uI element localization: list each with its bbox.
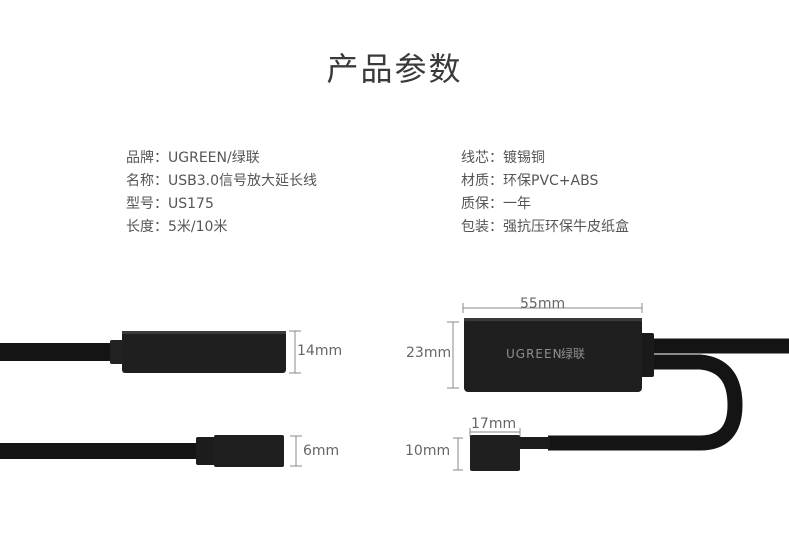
spec-core: 线芯：镀锡铜: [461, 150, 545, 166]
spec-packaging: 包装：强抗压环保牛皮纸盒: [461, 219, 629, 235]
dim-box-width: 55mm: [520, 296, 566, 312]
spec-name: 名称：USB3.0信号放大延长线: [126, 173, 318, 189]
dim-box-height: 23mm: [406, 345, 452, 361]
spec-model: 型号：US175: [126, 196, 214, 212]
left-connector-height-marker: [289, 330, 301, 374]
spec-brand: 品牌：UGREEN/绿联: [126, 150, 260, 166]
left-cable-connector: [0, 331, 286, 373]
dim-plug-width: 17mm: [471, 416, 517, 432]
spec-list-right: 线芯：镀锡铜 材质：环保PVC+ABS 质保：一年 包装：强抗压环保牛皮纸盒: [461, 147, 629, 239]
plug-width-marker: [469, 428, 521, 437]
brand-logo-cn: 绿联: [561, 346, 585, 361]
small-plug: [470, 435, 550, 471]
left-plug-height-marker: [290, 435, 302, 467]
box-width-marker: [462, 303, 643, 313]
dim-plug-height: 10mm: [405, 443, 451, 459]
left-cable-plug: [0, 435, 284, 467]
amplifier-box: UGREEN 绿联: [464, 318, 654, 392]
right-cables: [548, 338, 789, 451]
box-height-marker: [447, 321, 459, 389]
spec-length: 长度：5米/10米: [126, 219, 228, 235]
brand-logo: UGREEN: [506, 347, 563, 361]
spec-list-left: 品牌：UGREEN/绿联 名称：USB3.0信号放大延长线 型号：US175 长…: [126, 147, 317, 239]
plug-height-marker: [453, 437, 463, 471]
dim-left-connector-height: 14mm: [297, 343, 343, 359]
dim-left-plug-height: 6mm: [303, 443, 340, 459]
spec-warranty: 质保：一年: [461, 196, 531, 212]
page-title: 产品参数: [326, 50, 463, 88]
spec-material: 材质：环保PVC+ABS: [461, 173, 599, 189]
